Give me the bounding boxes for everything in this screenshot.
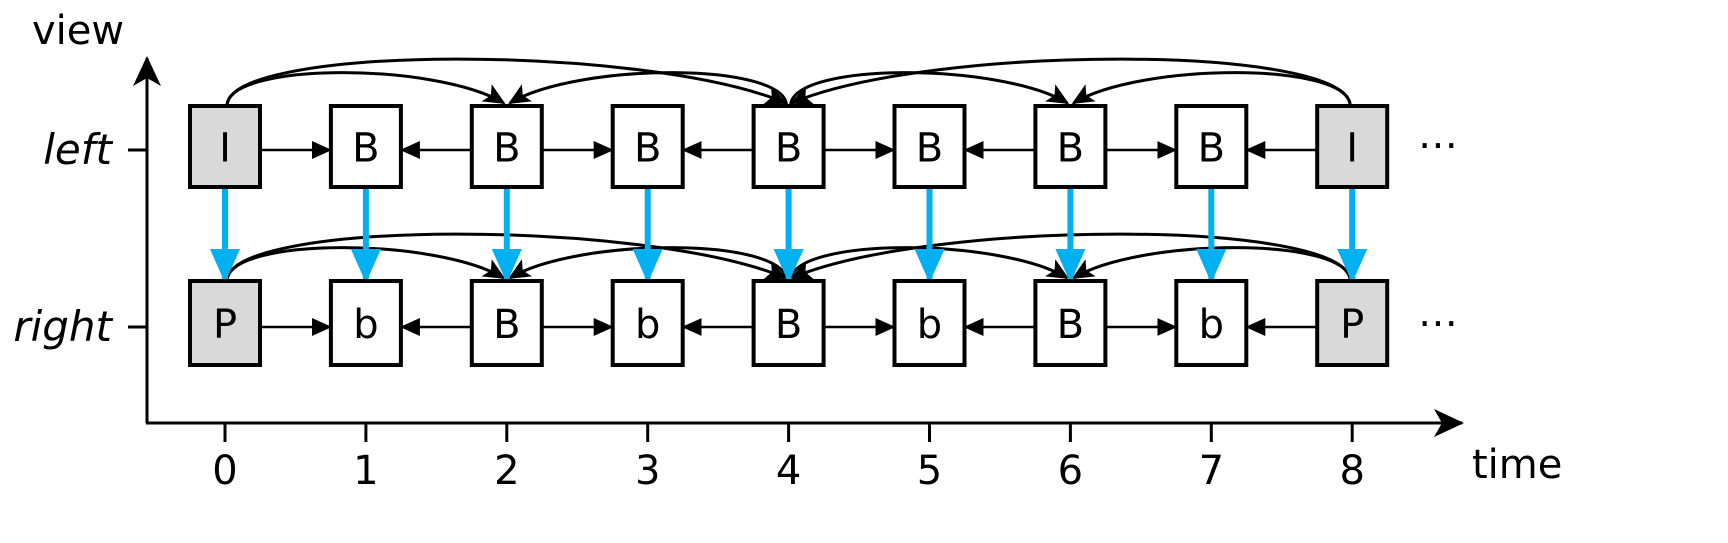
frame-box bbox=[188, 104, 262, 189]
frame-type-label: P bbox=[1340, 302, 1364, 348]
frame-type-label: B bbox=[775, 126, 802, 172]
frame-box bbox=[469, 104, 544, 189]
frame-right-0: P bbox=[188, 279, 262, 367]
frame-left-6: B bbox=[1033, 104, 1108, 189]
time-tick-label: 4 bbox=[776, 448, 801, 494]
frame-type-label: B bbox=[775, 302, 802, 348]
frame-left-4: B bbox=[751, 104, 826, 189]
time-ticks: 0 1 2 3 4 5 6 7 8 bbox=[212, 423, 1365, 494]
frame-left-2: B bbox=[469, 104, 544, 189]
frame-box bbox=[892, 279, 967, 367]
frame-type-label: B bbox=[1057, 126, 1084, 172]
continuation-dots-left: ⋯ bbox=[1418, 122, 1458, 168]
reference-arrow-left-0-to-4 bbox=[225, 57, 788, 107]
frame-box bbox=[751, 104, 826, 189]
frame-right-7: b bbox=[1174, 279, 1249, 367]
frame-type-label: b bbox=[353, 302, 378, 348]
frame-right-6: B bbox=[1033, 279, 1108, 367]
time-tick-label: 6 bbox=[1058, 448, 1083, 494]
y-axis-label: view bbox=[32, 8, 124, 54]
frame-right-3: b bbox=[610, 279, 685, 367]
frame-right-1: b bbox=[328, 279, 403, 367]
time-tick-label: 3 bbox=[635, 448, 660, 494]
continuation: ⋯ ⋯ bbox=[1418, 122, 1458, 346]
frame-box bbox=[188, 279, 262, 367]
frame-box bbox=[1315, 279, 1390, 367]
frame-type-label: b bbox=[635, 302, 660, 348]
frame-type-label: B bbox=[1057, 302, 1084, 348]
reference-arrow-left-8-to-4 bbox=[789, 57, 1352, 107]
time-tick-label: 0 bbox=[212, 448, 237, 494]
time-tick-label: 1 bbox=[353, 448, 378, 494]
time-tick-label: 7 bbox=[1199, 448, 1224, 494]
axes: view time left right 0 1 2 3 4 5 6 7 8 bbox=[13, 8, 1562, 494]
inter-view-references bbox=[210, 187, 1368, 283]
frame-type-label: b bbox=[917, 302, 942, 348]
frame-type-label: B bbox=[916, 126, 943, 172]
frame-left-3: B bbox=[610, 104, 685, 189]
frame-box bbox=[610, 104, 685, 189]
frame-type-label: B bbox=[1198, 126, 1225, 172]
frame-type-label: B bbox=[493, 126, 520, 172]
frame-type-label: B bbox=[634, 126, 661, 172]
time-tick-label: 8 bbox=[1339, 448, 1364, 494]
long-range-references bbox=[225, 57, 1352, 282]
row-label-right: right bbox=[13, 302, 113, 351]
frame-left-0: I bbox=[188, 104, 262, 189]
reference-arrow-left-4-to-6 bbox=[789, 71, 1070, 107]
frame-left-1: B bbox=[328, 104, 403, 189]
adjacent-references bbox=[260, 141, 1318, 336]
frame-box bbox=[1033, 279, 1108, 367]
frame-type-label: I bbox=[1346, 126, 1358, 172]
reference-arrow-right-0-to-4 bbox=[225, 232, 788, 282]
frame-box bbox=[892, 104, 967, 189]
frame-right-4: B bbox=[751, 279, 826, 367]
frame-box bbox=[1315, 104, 1390, 189]
frame-type-label: B bbox=[493, 302, 520, 348]
frame-box bbox=[1174, 104, 1249, 189]
frame-box bbox=[469, 279, 544, 367]
frame-left-7: B bbox=[1174, 104, 1249, 189]
frame-box bbox=[328, 279, 403, 367]
time-tick-label: 2 bbox=[494, 448, 519, 494]
frame-type-label: I bbox=[219, 126, 231, 172]
frame-box bbox=[751, 279, 826, 367]
frame-box bbox=[328, 104, 403, 189]
frame-box bbox=[1174, 279, 1249, 367]
frame-type-label: B bbox=[352, 126, 379, 172]
frame-type-label: P bbox=[213, 302, 237, 348]
frame-right-2: B bbox=[469, 279, 544, 367]
frame-box bbox=[610, 279, 685, 367]
frame-right-5: b bbox=[892, 279, 967, 367]
reference-arrow-left-8-to-6 bbox=[1071, 71, 1352, 107]
frame-box bbox=[1033, 104, 1108, 189]
x-axis-label: time bbox=[1472, 442, 1562, 488]
frame-type-label: b bbox=[1199, 302, 1224, 348]
frame-left-8: I bbox=[1315, 104, 1390, 189]
continuation-dots-right: ⋯ bbox=[1418, 300, 1458, 346]
time-tick-label: 5 bbox=[917, 448, 942, 494]
frame-left-5: B bbox=[892, 104, 967, 189]
frame-right-8: P bbox=[1315, 279, 1390, 367]
row-label-left: left bbox=[43, 125, 113, 174]
